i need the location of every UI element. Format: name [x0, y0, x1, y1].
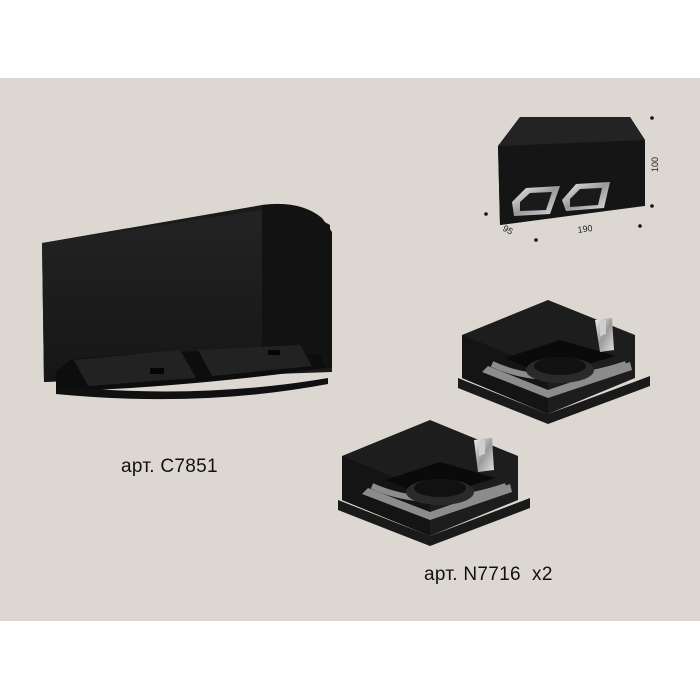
housing-article-label: арт. C7851	[121, 456, 218, 477]
dimension-dot	[534, 238, 538, 242]
dimension-dot	[650, 204, 654, 208]
insert-lower-image	[338, 420, 530, 546]
dimension-dot	[638, 224, 642, 228]
dimension-marks	[484, 116, 654, 242]
dimension-height-label: 100	[650, 157, 660, 172]
dimension-dot	[484, 212, 488, 216]
insert-upper-image	[458, 300, 650, 424]
housing-large-image	[42, 203, 332, 400]
dimension-depth-label: 95	[501, 223, 515, 237]
housing-thumbnail-image	[498, 117, 645, 225]
dimension-length-label: 190	[577, 223, 593, 235]
dimension-dot	[650, 116, 654, 120]
insert-article-label: арт. N7716 x2	[424, 564, 553, 585]
